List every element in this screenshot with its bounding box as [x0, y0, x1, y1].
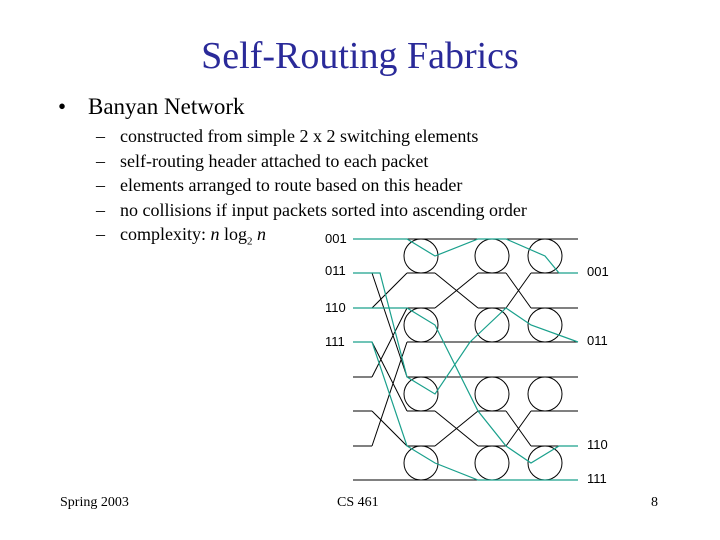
footer-date: Spring 2003: [60, 495, 129, 510]
sub-list: –constructed from simple 2 x 2 switching…: [96, 124, 527, 254]
input-label: 001: [325, 231, 347, 246]
switch-element: [474, 307, 510, 343]
footer-page-number: 8: [651, 495, 658, 510]
switch-element: [474, 238, 510, 274]
sub-item-text: elements arranged to route based on this…: [120, 175, 463, 195]
sub-item-text: constructed from simple 2 x 2 switching …: [120, 126, 479, 146]
input-label: 111: [325, 334, 345, 349]
switch-element: [527, 445, 563, 481]
output-label: 001: [587, 264, 609, 279]
complexity-log: log: [219, 224, 247, 244]
sub-item-text: no collisions if input packets sorted in…: [120, 199, 527, 220]
sub-item: –self-routing header attached to each pa…: [96, 149, 527, 174]
footer-course: CS 461: [337, 495, 379, 510]
output-label: 110: [587, 437, 608, 452]
switch-element: [403, 445, 439, 481]
dash: –: [96, 224, 105, 244]
output-label: 011: [587, 333, 608, 348]
input-link: [371, 272, 408, 378]
switch-element: [403, 376, 439, 412]
complexity-n: n: [210, 224, 220, 244]
dash: –: [96, 175, 105, 195]
switch-element: [474, 376, 510, 412]
bullet-dot: •: [58, 94, 67, 119]
input-label: 110: [325, 300, 346, 315]
switch-elements: [403, 238, 563, 481]
complexity-log-base: 2: [247, 235, 253, 248]
sub-item-complexity: –complexity: n log2 n: [96, 222, 527, 254]
interstage-links: [353, 238, 578, 481]
sub-item: –elements arranged to route based on thi…: [96, 173, 527, 198]
routed-path: [353, 272, 579, 395]
dash: –: [96, 126, 105, 146]
stage-link: [434, 410, 479, 447]
bullet-text: Banyan Network: [88, 94, 245, 119]
input-link: [371, 410, 408, 447]
switch-element: [403, 238, 439, 274]
sub-item: –constructed from simple 2 x 2 switching…: [96, 124, 527, 149]
dash: –: [96, 150, 105, 171]
stage-link: [434, 272, 479, 309]
complexity-n2: n: [252, 224, 266, 244]
output-label: 111: [587, 471, 607, 486]
stage-link: [505, 410, 532, 447]
sub-item: –no collisions if input packets sorted i…: [96, 198, 527, 223]
dash: –: [96, 199, 105, 220]
input-link: [371, 341, 408, 412]
switch-element: [403, 307, 439, 343]
routed-path: [353, 341, 578, 481]
switch-element: [527, 307, 563, 343]
switch-element: [474, 445, 510, 481]
stage-link: [505, 272, 532, 309]
routed-path: [353, 307, 578, 464]
switch-element: [527, 376, 563, 412]
complexity-prefix: complexity:: [120, 224, 211, 244]
input-link: [371, 307, 408, 378]
input-link: [371, 272, 408, 309]
slide-title: Self-Routing Fabrics: [201, 35, 519, 77]
routed-paths: [353, 238, 579, 481]
routed-path: [353, 238, 578, 274]
switch-stubs: [407, 238, 559, 481]
sub-item-text: self-routing header attached to each pac…: [120, 150, 429, 171]
input-label: 011: [325, 263, 346, 278]
bullet-banyan: • Banyan Network: [58, 94, 245, 120]
